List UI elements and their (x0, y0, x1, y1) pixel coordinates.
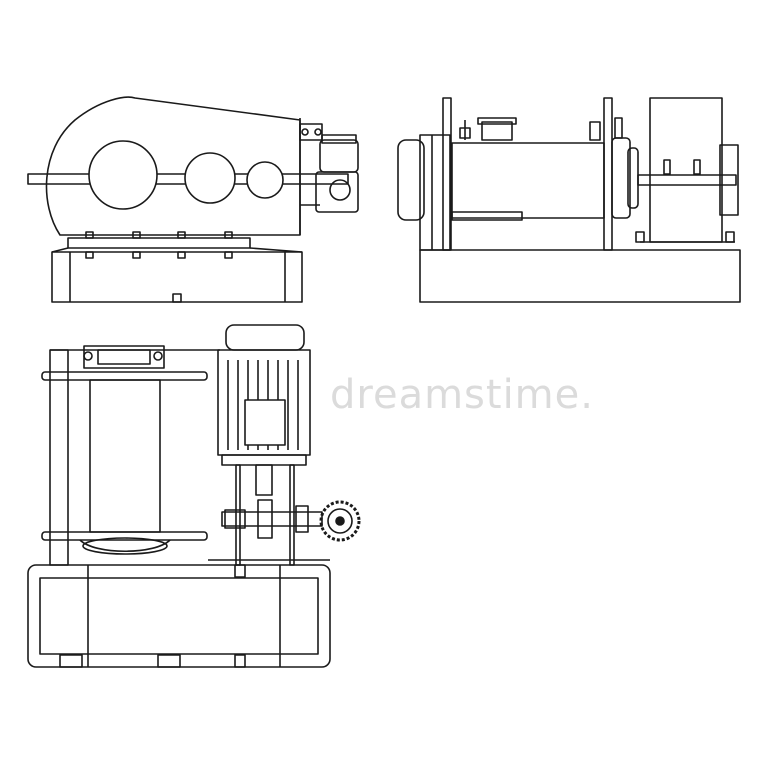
drum-flange-top (41, 371, 208, 381)
winch-base (419, 249, 741, 303)
small-gear (246, 161, 284, 199)
brake-wheel (319, 500, 361, 542)
winch-front-view (397, 97, 741, 303)
winch-top-view (27, 324, 361, 668)
motor-housing (319, 139, 359, 173)
brake-drum (649, 97, 723, 243)
gearbox-housing (45, 96, 301, 236)
medium-gear (184, 152, 236, 204)
side-plate-right (603, 97, 613, 251)
large-gear (88, 140, 158, 210)
drum (451, 142, 605, 219)
gearbox-base-plate (67, 237, 251, 249)
gear-reducer-side-view (27, 96, 359, 303)
watermark: dreamstime. (330, 372, 594, 418)
base-frame (27, 564, 331, 668)
motor-left (397, 139, 425, 221)
drum-body (89, 379, 161, 533)
side-plate-left (442, 97, 452, 251)
